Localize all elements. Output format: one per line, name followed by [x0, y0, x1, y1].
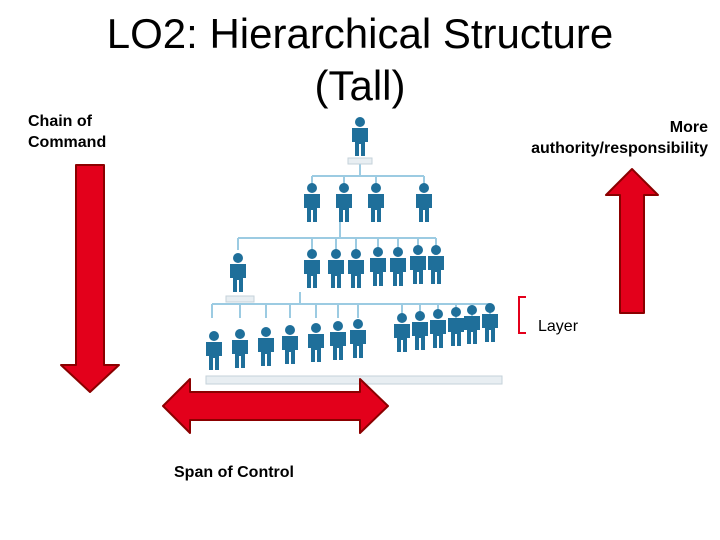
person-icon — [370, 247, 386, 286]
person-icon — [482, 303, 498, 342]
person-icon — [394, 313, 410, 352]
person-icon — [350, 319, 366, 358]
span-of-control-label: Span of Control — [174, 464, 294, 481]
org-connectors — [211, 160, 491, 318]
person-icon — [304, 249, 320, 288]
chain-label-line-2: Command — [28, 134, 107, 151]
span-of-control-double-arrow — [162, 378, 389, 434]
person-icon — [206, 331, 222, 370]
authority-label-line-1: More — [669, 119, 708, 136]
person-icon — [308, 323, 324, 362]
title-line-2: (Tall) — [314, 62, 406, 109]
person-icon — [336, 183, 352, 222]
people-layer-2 — [304, 183, 432, 222]
people-layer-3 — [230, 245, 444, 292]
slide-title: LO2: Hierarchical Structure (Tall) — [60, 8, 660, 112]
org-nameplates — [205, 157, 503, 385]
person-icon — [410, 245, 426, 284]
title-line-1: LO2: Hierarchical Structure — [106, 10, 614, 57]
person-icon — [412, 311, 428, 350]
person-icon — [304, 183, 320, 222]
person-icon — [390, 247, 406, 286]
person-icon — [258, 327, 274, 366]
people-layer-1 — [352, 117, 368, 156]
person-icon — [328, 249, 344, 288]
person-icon — [416, 183, 432, 222]
layer-bracket — [518, 296, 526, 334]
person-icon — [428, 245, 444, 284]
person-icon — [330, 321, 346, 360]
authority-label-line-2: authority/responsibility — [531, 140, 708, 157]
chain-of-command-arrow-down — [60, 164, 120, 393]
person-icon — [348, 249, 364, 288]
person-icon — [430, 309, 446, 348]
person-icon — [282, 325, 298, 364]
person-icon — [232, 329, 248, 368]
person-icon — [368, 183, 384, 222]
authority-label: More authority/responsibility — [496, 117, 708, 159]
person-icon — [352, 117, 368, 156]
person-icon — [448, 307, 464, 346]
chain-of-command-label: Chain of Command — [28, 111, 148, 153]
person-icon — [230, 253, 246, 292]
layer-label: Layer — [538, 318, 579, 335]
people-layer-4 — [206, 303, 498, 370]
person-icon — [464, 305, 480, 344]
authority-arrow-up — [605, 168, 659, 314]
chain-label-line-1: Chain of — [28, 113, 92, 130]
